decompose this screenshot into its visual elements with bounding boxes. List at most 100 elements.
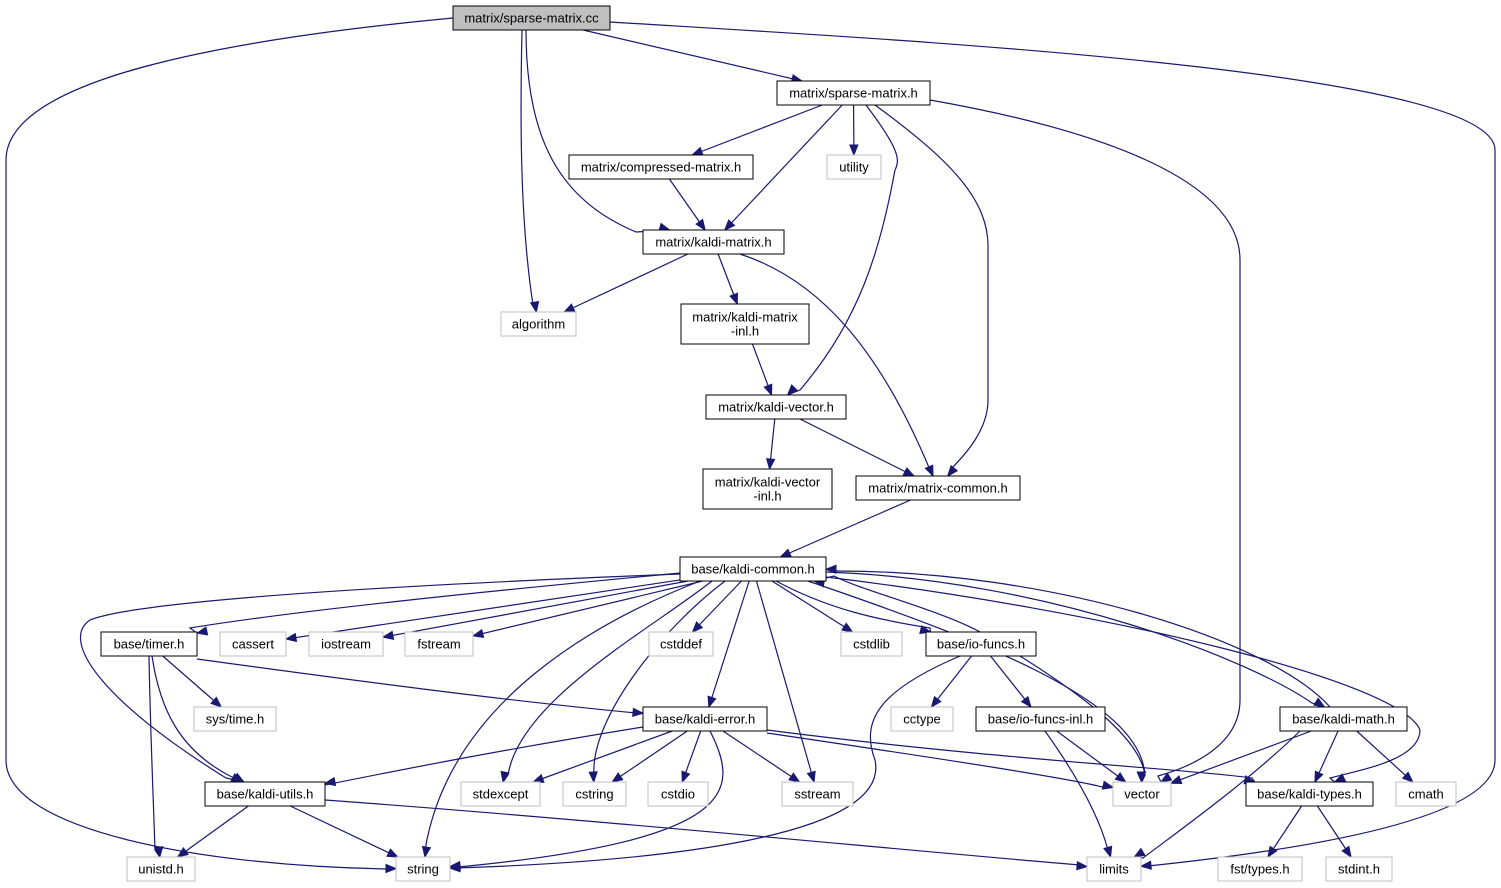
node-label: cstdio xyxy=(661,787,695,802)
edge-kaldi_common-to-iostream xyxy=(381,580,688,640)
node-box xyxy=(679,556,827,582)
node-box xyxy=(975,706,1106,732)
node-box xyxy=(562,781,627,807)
node-kaldi-common[interactable]: base/kaldi-common.h xyxy=(679,556,827,582)
edge-sparse_h-to-utility xyxy=(849,104,859,157)
edge-kaldi_utils_h-to-unistd xyxy=(176,805,249,858)
node-label: vector xyxy=(1124,787,1160,802)
edge-kaldi_error_h-to-stdexcept xyxy=(531,730,673,783)
node-label: fstream xyxy=(417,637,460,652)
node-box xyxy=(1217,856,1303,882)
node-kaldi-error-h[interactable]: base/kaldi-error.h xyxy=(642,706,768,732)
node-box xyxy=(204,781,326,807)
node-box xyxy=(1086,856,1142,882)
node-box xyxy=(500,311,577,337)
edge-kaldi_matrix_inl-to-kaldi_vector_h xyxy=(751,343,773,397)
node-label: limits xyxy=(1099,862,1129,877)
edge-kaldi_matrix_h-to-kaldi_matrix_inl xyxy=(717,253,738,306)
node-kaldi-matrix-h[interactable]: matrix/kaldi-matrix.h xyxy=(642,229,785,255)
edge-kaldi_common-to-kaldi_types_h xyxy=(825,576,1421,783)
node-iostream: iostream xyxy=(308,631,384,657)
node-label: sys/time.h xyxy=(206,712,265,727)
node-box xyxy=(568,154,754,180)
node-label: base/io-funcs-inl.h xyxy=(988,712,1094,727)
node-box xyxy=(1325,856,1393,882)
node-kaldi-vector-inl[interactable]: matrix/kaldi-vector-inl.h xyxy=(702,468,833,510)
node-io-funcs-inl[interactable]: base/io-funcs-inl.h xyxy=(975,706,1106,732)
edge-kaldi_vector_h-to-kaldi_vector_inl xyxy=(765,418,776,471)
node-box xyxy=(705,394,847,420)
node-box xyxy=(395,856,451,882)
edge-kaldi_common-to-stdexcept xyxy=(500,580,713,784)
edge-io_funcs_inl-to-vector xyxy=(1056,730,1127,783)
node-box xyxy=(680,303,810,345)
node-cctype: cctype xyxy=(890,706,954,732)
edge-kaldi_types_h-to-fst_types xyxy=(1267,805,1303,859)
node-kaldi-types-h[interactable]: base/kaldi-types.h xyxy=(1245,781,1374,807)
edge-kaldi_matrix_h-to-matrix_common xyxy=(739,253,934,478)
edge-kaldi_math_h-to-limits xyxy=(1133,730,1301,859)
node-box xyxy=(100,631,198,657)
node-label: cassert xyxy=(232,637,274,652)
node-label: string xyxy=(407,862,439,877)
edge-sparse_h-to-matrix_common xyxy=(874,104,989,478)
edge-kaldi_error_h-to-cstring xyxy=(611,730,688,783)
node-box xyxy=(702,468,833,510)
node-unistd: unistd.h xyxy=(126,856,196,882)
node-sparse-h[interactable]: matrix/sparse-matrix.h xyxy=(776,80,931,106)
node-box xyxy=(452,5,611,31)
node-label: iostream xyxy=(321,637,371,652)
node-label: cctype xyxy=(903,712,941,727)
edge-kaldi_common-to-vector xyxy=(807,580,1147,784)
node-box xyxy=(219,631,287,657)
node-io-funcs-h[interactable]: base/io-funcs.h xyxy=(925,631,1037,657)
node-stdexcept: stdexcept xyxy=(460,781,541,807)
edge-kaldi_common-to-io_funcs_h xyxy=(775,580,932,635)
node-kaldi-vector-h[interactable]: matrix/kaldi-vector.h xyxy=(705,394,847,420)
nodes-layer: matrix/sparse-matrix.cc matrix/sparse-mat… xyxy=(100,5,1457,882)
node-box xyxy=(925,631,1037,657)
edge-kaldi_math_h-to-cmath xyxy=(1356,730,1414,783)
node-timer-h[interactable]: base/timer.h xyxy=(100,631,198,657)
node-kaldi-matrix-inl[interactable]: matrix/kaldi-matrix-inl.h xyxy=(680,303,810,345)
edge-kaldi_utils_h-to-limits xyxy=(324,799,1089,871)
node-compressed-h[interactable]: matrix/compressed-matrix.h xyxy=(568,154,754,180)
node-matrix-common[interactable]: matrix/matrix-common.h xyxy=(855,475,1021,501)
node-label: base/kaldi-error.h xyxy=(655,712,755,727)
node-sparse-cc[interactable]: matrix/sparse-matrix.cc xyxy=(452,5,611,31)
node-label: -inl.h xyxy=(753,489,781,504)
node-label: matrix/kaldi-vector xyxy=(715,475,821,490)
node-label: cmath xyxy=(1408,787,1443,802)
node-box xyxy=(126,856,196,882)
edge-kaldi_error_h-to-kaldi_utils_h xyxy=(323,726,644,787)
node-label: matrix/matrix-common.h xyxy=(868,481,1007,496)
node-box xyxy=(404,631,474,657)
node-box xyxy=(460,781,541,807)
node-box xyxy=(855,475,1021,501)
node-label: base/kaldi-types.h xyxy=(1257,787,1362,802)
edge-sparse_cc-to-algorithm xyxy=(520,29,540,314)
node-kaldi-math-h[interactable]: base/kaldi-math.h xyxy=(1279,706,1408,732)
edge-sparse_cc-to-sparse_h xyxy=(582,29,804,84)
node-box xyxy=(781,781,854,807)
node-cstdlib: cstdlib xyxy=(840,631,903,657)
edge-kaldi_common-to-fstream xyxy=(471,580,703,639)
node-label: utility xyxy=(839,160,869,175)
node-label: base/kaldi-math.h xyxy=(1292,712,1395,727)
node-box xyxy=(826,154,882,180)
edge-timer_h-to-kaldi_utils_h xyxy=(151,655,244,783)
edge-sparse_cc-to-string xyxy=(5,17,454,874)
node-kaldi-utils-h[interactable]: base/kaldi-utils.h xyxy=(204,781,326,807)
node-label: unistd.h xyxy=(138,862,184,877)
edge-kaldi_error_h-to-vector xyxy=(766,732,1115,790)
node-label: matrix/sparse-matrix.cc xyxy=(464,11,599,26)
node-box xyxy=(1395,781,1457,807)
edge-timer_h-to-unistd xyxy=(148,655,164,859)
node-utility: utility xyxy=(826,154,882,180)
edge-io_funcs_h-to-cctype xyxy=(930,655,973,709)
edge-kaldi_error_h-to-cstdio xyxy=(681,730,702,784)
node-string: string xyxy=(395,856,451,882)
node-vector: vector xyxy=(1112,781,1172,807)
edge-kaldi_common-to-kaldi_error_h xyxy=(707,580,750,709)
